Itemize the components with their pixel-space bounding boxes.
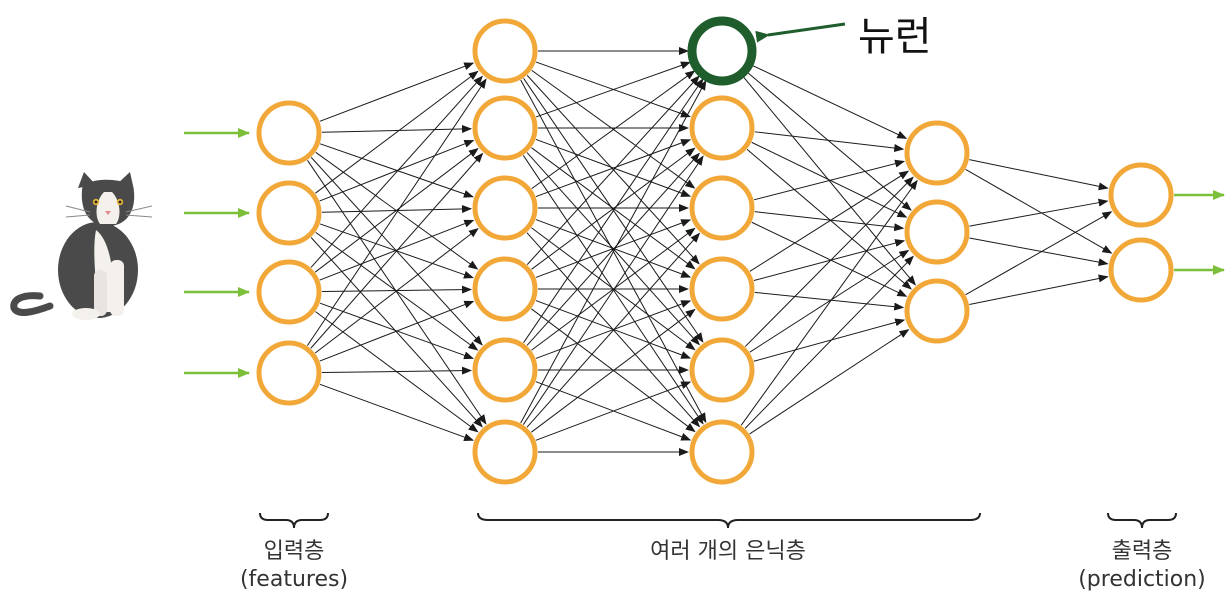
connection-line [754,131,905,153]
connection-line [319,219,475,281]
neuron [689,419,755,485]
connection-line [535,219,692,278]
connection-line [751,141,908,218]
neuron [472,175,538,241]
connection-line [319,383,475,441]
neuron [689,175,755,241]
hidden-layers-label: 여러 개의 은닉층 [568,538,888,566]
connection-line [531,308,696,433]
neuron [689,95,755,161]
output-layer-title: 출력층 [1111,539,1173,564]
neurons [256,16,1174,485]
connection-line [523,78,704,343]
connection-line [531,227,696,351]
input-layer-subtitle: (features) [239,567,349,592]
connection-line [526,232,701,428]
connection-line [520,80,707,424]
connection-line [535,381,692,441]
neuron [904,120,970,186]
connection-line [969,159,1109,191]
connection-line [310,75,483,268]
connection-line [315,70,479,194]
connection-line [965,211,1113,296]
input-layer-brace [259,512,329,529]
connection-line [744,255,914,429]
connection-line [526,152,700,346]
connection-line [751,64,908,139]
connection-line [753,239,906,282]
neuron [472,18,538,84]
connection-line [746,149,912,290]
connection-line [319,300,475,362]
connection-line [306,78,487,346]
connection-line [749,170,910,272]
connection-line [740,179,918,426]
connection-line [321,366,473,375]
output-layer-brace [1107,512,1177,529]
neuron [472,337,538,403]
neuron [1108,162,1174,228]
connection-line [526,75,700,265]
connection-line [746,71,912,211]
connection-line [307,160,487,425]
neuron [256,180,322,246]
connection-line [321,124,473,133]
neuron-pointer-arrow [755,22,846,43]
connection-line [744,176,914,347]
input-layer-label: 입력층 (features) [214,538,374,594]
connection-line [319,62,475,122]
neuron [689,256,755,322]
neuron [472,95,538,161]
connection-line [531,147,696,270]
neuron [904,199,970,265]
connection-line [754,211,905,232]
connection-line [535,61,691,118]
output-layer-label: 출력층 (prediction) [1062,538,1222,594]
connection-line [535,300,692,359]
connections [306,47,1113,456]
connection-line [310,237,483,428]
connection-line [751,221,908,297]
connection-line [310,152,484,349]
connection-line [969,274,1109,305]
connection-line [754,291,905,311]
connection-line [753,159,906,201]
input-arrows [184,128,250,378]
connection-line [749,329,910,435]
connection-line [314,147,479,273]
connection-line [969,198,1109,227]
hidden-layers-brace [477,512,981,529]
connection-line [749,249,910,353]
neuron [256,259,322,325]
hidden-layers-title: 여러 개의 은닉층 [650,539,806,564]
neuron-label: 뉴런 [858,14,932,60]
output-layer-subtitle: (prediction) [1078,567,1206,592]
neuron [472,419,538,485]
neuron [472,256,538,322]
connection-line [314,228,479,354]
cat-icon [10,172,153,320]
input-layer-title: 입력층 [263,539,325,564]
highlighted-neuron [687,16,757,86]
output-arrows [1174,190,1225,275]
connection-line [531,70,696,190]
neuron [256,100,322,166]
neuron [256,340,322,406]
connection-line [753,318,906,362]
neuron [904,278,970,344]
neuron [689,337,755,403]
connection-line [965,168,1113,254]
connection-line [535,139,692,198]
connection-line [969,237,1109,267]
connection-line [522,155,704,425]
neuron [1108,237,1174,303]
connection-line [319,139,475,202]
